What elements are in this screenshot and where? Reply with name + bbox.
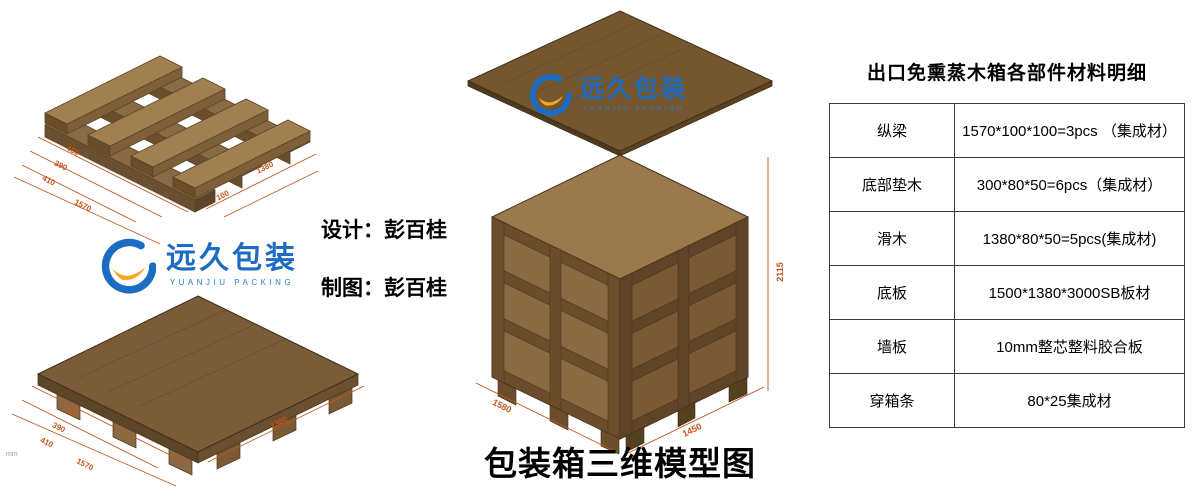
lid-logo: 远久包装 YUANJIU PACKING xyxy=(527,72,688,116)
deck-pallet-view: 460 390 410 1570 1380 xyxy=(8,282,380,487)
part-spec-cell: 10mm整芯整料胶合板 xyxy=(954,319,1185,374)
drawing-title: 包装箱三维模型图 xyxy=(484,445,756,482)
table-row: 底部垫木 300*80*50=6pcs（集成材） xyxy=(829,157,1185,212)
deck-pallet-feet xyxy=(56,386,353,476)
table-row: 穿箱条 80*25集成材 xyxy=(829,373,1185,428)
bom-section: 出口免熏蒸木箱各部件材料明细 纵梁 1570*100*100=3pcs （集成材… xyxy=(826,58,1188,428)
part-name-cell: 滑木 xyxy=(829,211,955,266)
part-spec-cell: 80*25集成材 xyxy=(954,373,1185,428)
part-spec-cell: 1380*80*50=5pcs(集成材) xyxy=(954,211,1185,266)
crate-drawing xyxy=(466,10,774,455)
bom-title: 出口免熏蒸木箱各部件材料明细 xyxy=(866,63,1147,84)
table-row: 纵梁 1570*100*100=3pcs （集成材） xyxy=(829,103,1185,158)
table-row: 底板 1500*1380*3000SB板材 xyxy=(829,265,1185,320)
crate-right-battens xyxy=(619,216,749,440)
frame-pallet-dim-lines xyxy=(13,136,319,245)
logo-cn-text: 远久包装 xyxy=(579,74,688,102)
crate-dim-lines xyxy=(475,157,769,454)
part-spec-cell: 300*80*50=6pcs（集成材） xyxy=(954,157,1185,212)
part-name-cell: 穿箱条 xyxy=(829,373,955,428)
logo-swoosh-icon xyxy=(101,238,156,294)
main-logo: 远久包装 YUANJIU PACKING xyxy=(98,236,298,294)
crate-view: 2115 1450 1580 xyxy=(430,5,810,460)
logo-en-text: YUANJIU PACKING xyxy=(582,104,685,112)
bom-table: 纵梁 1570*100*100=3pcs （集成材） 底部垫木 300*80*5… xyxy=(829,103,1185,428)
draft-credit: 制图：彭百桂 xyxy=(321,277,447,300)
units-label: mm xyxy=(6,451,18,458)
deck-pallet-dim-lines xyxy=(11,385,365,487)
deck-pallet-drawing xyxy=(11,295,365,487)
part-name-cell: 纵梁 xyxy=(829,103,955,158)
frame-pallet-view: 460 390 410 1570 1380 100 xyxy=(10,5,330,245)
dim-label: 2115 xyxy=(774,262,785,282)
table-row: 滑木 1380*80*50=5pcs(集成材) xyxy=(829,211,1185,266)
part-spec-cell: 1570*100*100=3pcs （集成材） xyxy=(954,103,1185,158)
frame-pallet-drawing xyxy=(13,55,319,245)
logo-text: 远久包装 YUANJIU PACKING xyxy=(579,74,688,112)
logo-en-text: YUANJIU PACKING xyxy=(169,277,295,287)
logo-swoosh-icon xyxy=(529,74,572,116)
design-credit: 设计：彭百桂 xyxy=(321,219,447,242)
crate-feet xyxy=(497,377,748,455)
logo-text: 远久包装 YUANJIU PACKING xyxy=(166,241,298,287)
crate-lid xyxy=(466,10,774,157)
table-row: 墙板 10mm整芯整料胶合板 xyxy=(829,319,1185,374)
part-name-cell: 底部垫木 xyxy=(829,157,955,212)
deck-top-sheet xyxy=(36,295,360,453)
pallet-top-slats xyxy=(44,55,311,199)
credits: 设计：彭百桂 制图：彭百桂 xyxy=(321,214,447,330)
logo-cn-text: 远久包装 xyxy=(166,241,298,275)
part-spec-cell: 1500*1380*3000SB板材 xyxy=(954,265,1185,320)
part-name-cell: 底板 xyxy=(829,265,955,320)
crate-left-battens xyxy=(491,216,621,440)
part-name-cell: 墙板 xyxy=(829,319,955,374)
deck-grain-lines xyxy=(77,307,293,407)
